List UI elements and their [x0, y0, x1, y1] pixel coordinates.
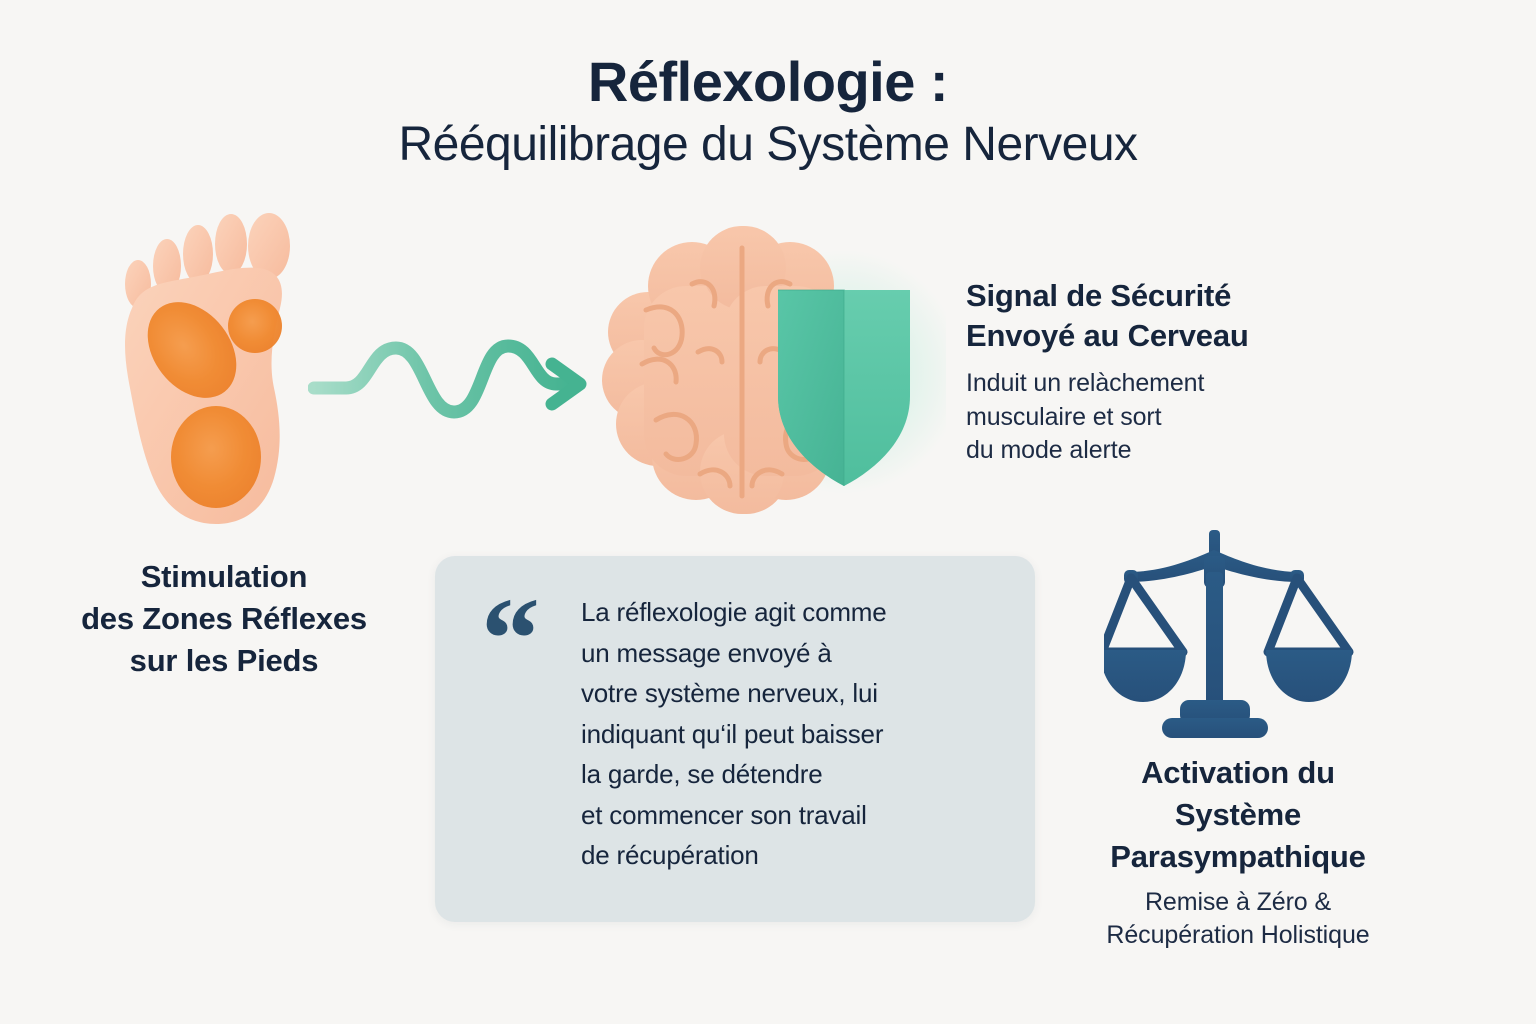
brain-signal-text-block: Signal de Sécurité Envoyé au Cerveau Ind… — [966, 276, 1386, 467]
parasympathetic-subtitle-line-2: Récupération Holistique — [1106, 921, 1370, 950]
parasympathetic-subtitle-line-1: Remise à Zéro & — [1144, 887, 1332, 916]
brain-signal-subtitle: Induit un relàchement musculaire et sort… — [966, 367, 1386, 467]
foot-reflex-zones-icon — [125, 213, 290, 524]
brain-signal-subtitle-line-2: musculaire et sort — [966, 402, 1162, 431]
brain-signal-heading-line-2: Envoyé au Cerveau — [966, 317, 1249, 353]
brain-signal-heading-line-1: Signal de Sécurité — [966, 278, 1232, 313]
foot-label-line-1: Stimulation — [140, 559, 308, 594]
connector-arrow — [307, 332, 598, 428]
brain-signal-subtitle-line-3: du mode alerte — [966, 435, 1132, 464]
quote-line-2: un message envoyé à — [581, 637, 832, 668]
brain-illustration — [596, 224, 962, 516]
quote-text: La réflexologie agit comme un message en… — [581, 592, 1011, 876]
foot-illustration — [108, 212, 338, 542]
foot-stimulation-label: Stimulation des Zones Réflexes sur les P… — [14, 556, 434, 682]
quote-mark-icon: “ — [481, 573, 540, 704]
wavy-arrow-icon — [307, 339, 587, 419]
balance-illustration — [1097, 528, 1360, 740]
shield-icon — [778, 289, 910, 486]
foot-label-line-2: des Zones Réflexes — [81, 600, 367, 636]
page-title: Réflexologie : Rééquilibrage du Système … — [0, 52, 1536, 175]
quote-line-1: La réflexologie agit comme — [581, 597, 887, 627]
balance-scales-icon — [1097, 530, 1354, 738]
quote-line-7: de récupération — [581, 840, 759, 871]
parasympathetic-heading-line-1: Activation du — [1141, 755, 1335, 790]
brain-signal-subtitle-line-1: Induit un relàchement — [966, 369, 1205, 398]
parasympathetic-heading-line-2: Système — [1174, 796, 1302, 832]
quote-line-3: votre système nerveux, lui — [581, 678, 878, 709]
foot-label-line-3: sur les Pieds — [129, 642, 319, 678]
quote-line-5: la garde, se détendre — [581, 759, 823, 790]
parasympathetic-heading-line-3: Parasympathique — [1110, 838, 1366, 874]
quote-line-4: indiquant qu‘il peut baisser — [581, 718, 884, 749]
title-line-secondary: Rééquilibrage du Système Nerveux — [398, 118, 1138, 172]
title-line-primary: Réflexologie : — [587, 50, 949, 113]
quote-line-6: et commencer son travail — [581, 799, 867, 830]
brain-icon — [602, 226, 962, 514]
quote-card: “ La réflexologie agit comme un message … — [435, 556, 1035, 922]
parasympathetic-heading: Activation du Système Parasympathique — [1038, 752, 1438, 878]
parasympathetic-subtitle: Remise à Zéro & Récupération Holistique — [1038, 886, 1438, 953]
brain-signal-heading: Signal de Sécurité Envoyé au Cerveau — [966, 276, 1386, 355]
parasympathetic-text-block: Activation du Système Parasympathique Re… — [1038, 752, 1438, 953]
